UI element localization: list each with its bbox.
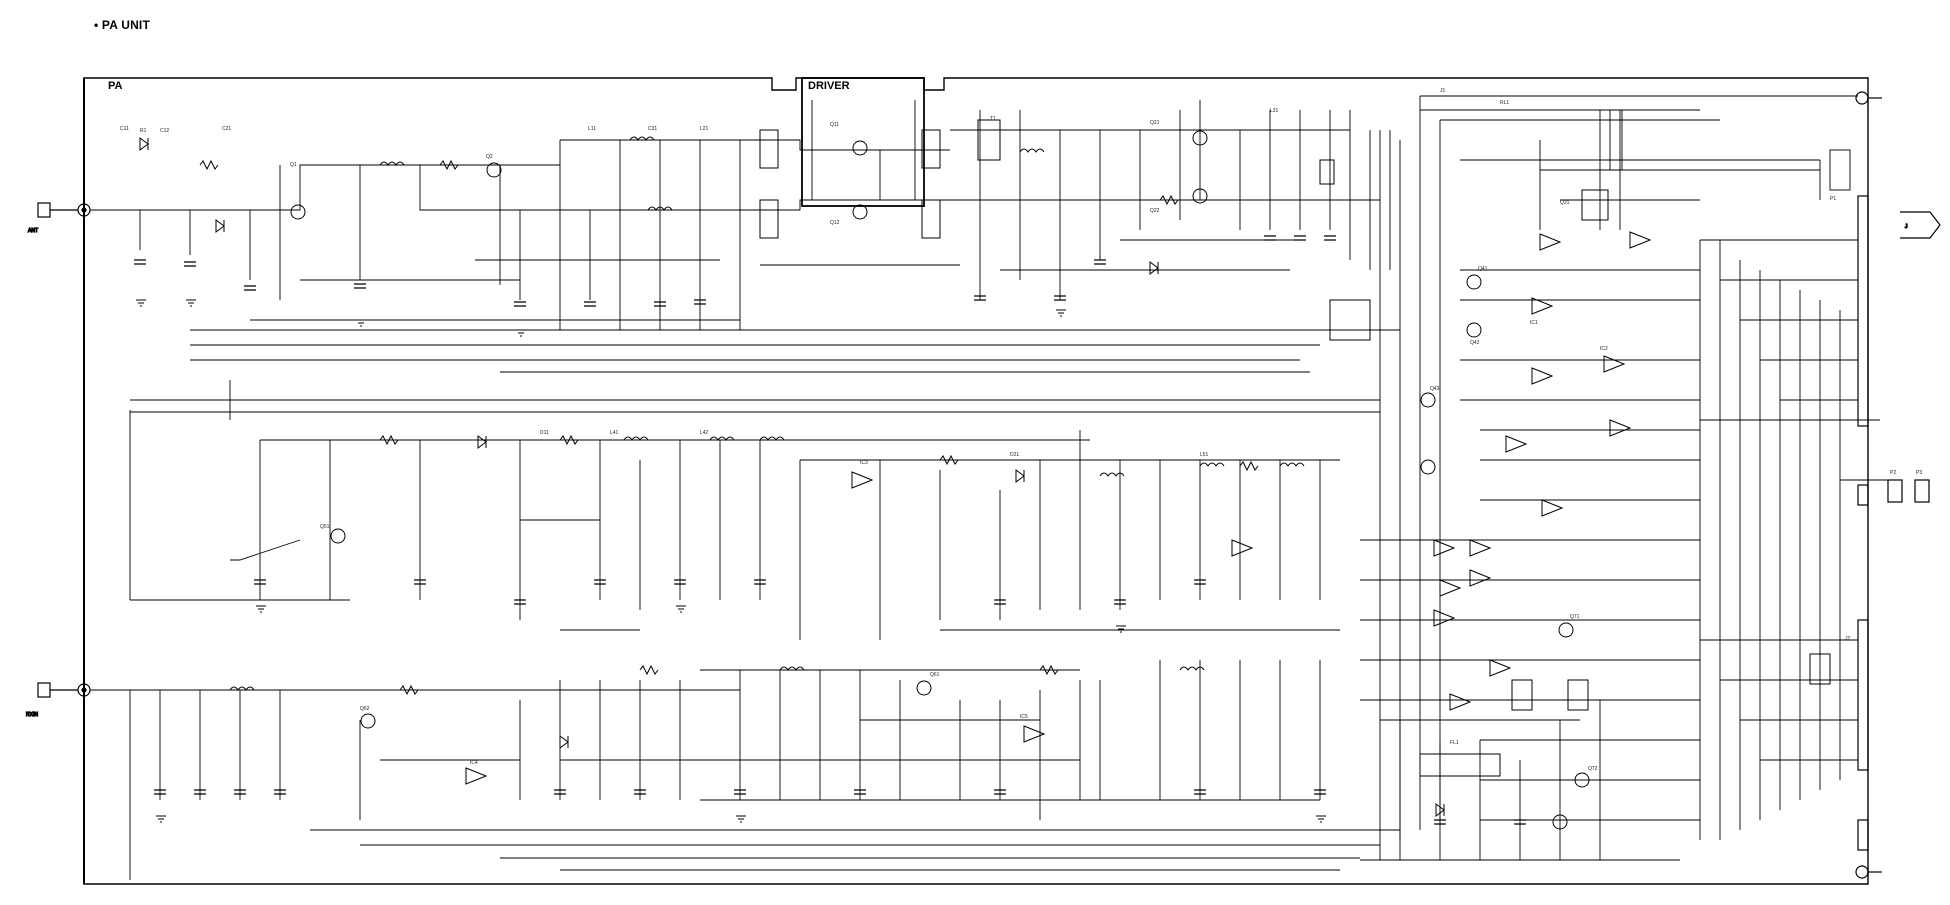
svg-text:D21: D21 bbox=[1010, 452, 1019, 458]
svg-text:T1: T1 bbox=[990, 116, 996, 122]
svg-text:IC5: IC5 bbox=[1020, 714, 1028, 720]
svg-text:Q42: Q42 bbox=[1470, 340, 1480, 346]
svg-text:L41: L41 bbox=[610, 430, 619, 436]
svg-text:Q22: Q22 bbox=[1150, 208, 1160, 214]
wires bbox=[90, 95, 1900, 880]
svg-text:IC3: IC3 bbox=[860, 460, 868, 466]
svg-text:Q41: Q41 bbox=[1478, 266, 1488, 272]
svg-text:IC2: IC2 bbox=[1600, 346, 1608, 352]
component-refs: C11 R1 C12 C21 Q1 Q2 L11 C31 L21 Q11 Q12… bbox=[120, 88, 1922, 772]
svg-text:C11: C11 bbox=[120, 126, 129, 132]
svg-text:Q51: Q51 bbox=[320, 524, 330, 530]
svg-text:RXIN: RXIN bbox=[26, 712, 38, 718]
header-j1 bbox=[1857, 195, 1869, 427]
svg-text:L51: L51 bbox=[1200, 452, 1209, 458]
svg-text:J1: J1 bbox=[1440, 88, 1446, 94]
svg-text:Q1: Q1 bbox=[290, 162, 297, 168]
svg-text:C21: C21 bbox=[222, 126, 231, 132]
svg-text:C31: C31 bbox=[648, 126, 657, 132]
svg-text:P1: P1 bbox=[1830, 196, 1836, 202]
svg-text:L42: L42 bbox=[700, 430, 709, 436]
svg-text:Q11: Q11 bbox=[830, 122, 839, 128]
pa-block-label: PA bbox=[108, 80, 123, 92]
connectors: ANT RXIN J bbox=[25, 91, 1941, 879]
svg-text:J2: J2 bbox=[1845, 636, 1851, 642]
svg-text:Q62: Q62 bbox=[360, 706, 370, 712]
driver-block-label: DRIVER bbox=[808, 80, 850, 92]
svg-text:Q2: Q2 bbox=[486, 154, 493, 160]
svg-text:Q72: Q72 bbox=[1588, 766, 1598, 772]
svg-text:FL1: FL1 bbox=[1450, 740, 1459, 746]
svg-text:Q61: Q61 bbox=[930, 672, 940, 678]
rf-output-connector: RXIN bbox=[25, 682, 91, 719]
components bbox=[134, 119, 1831, 830]
svg-text:RL1: RL1 bbox=[1500, 100, 1509, 106]
svg-text:L31: L31 bbox=[1270, 108, 1279, 114]
svg-text:J: J bbox=[1905, 224, 1908, 230]
right-top-connector bbox=[1855, 91, 1882, 105]
svg-text:ANT: ANT bbox=[28, 228, 38, 234]
rf-input-connector: ANT bbox=[27, 202, 91, 235]
page-heading: • PA UNIT bbox=[94, 18, 150, 32]
svg-text:L21: L21 bbox=[700, 126, 709, 132]
right-bottom-connector bbox=[1855, 865, 1882, 879]
svg-text:Q21: Q21 bbox=[1150, 120, 1160, 126]
svg-text:Q71: Q71 bbox=[1570, 614, 1580, 620]
svg-text:L11: L11 bbox=[588, 126, 596, 132]
svg-text:IC4: IC4 bbox=[470, 760, 478, 766]
svg-text:D11: D11 bbox=[540, 430, 549, 436]
svg-text:P2: P2 bbox=[1890, 470, 1896, 476]
svg-text:Q31: Q31 bbox=[1560, 200, 1570, 206]
svg-text:R1: R1 bbox=[140, 128, 147, 134]
svg-text:P3: P3 bbox=[1916, 470, 1922, 476]
svg-text:C12: C12 bbox=[160, 128, 169, 134]
svg-text:Q43: Q43 bbox=[1430, 386, 1440, 392]
svg-text:Q12: Q12 bbox=[830, 220, 840, 226]
header-j2 bbox=[1857, 619, 1869, 771]
svg-text:IC1: IC1 bbox=[1530, 320, 1538, 326]
